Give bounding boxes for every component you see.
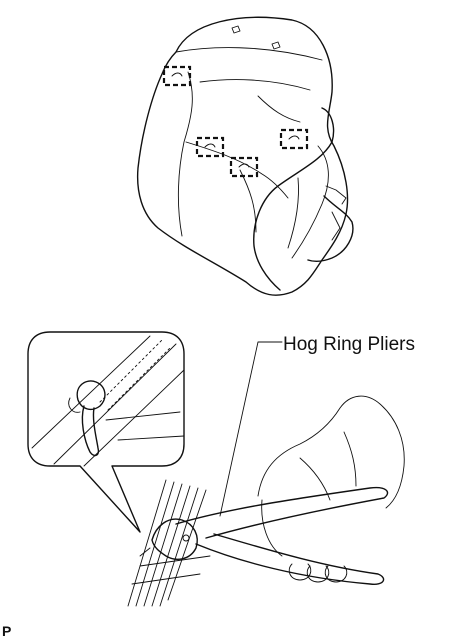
- clip-location-4: [279, 128, 309, 150]
- clip-location-1: [162, 65, 192, 87]
- seatback-cushion: [136, 16, 354, 296]
- clip-location-2: [195, 136, 225, 158]
- callout-leader-line: [219, 341, 283, 517]
- clip-location-3: [229, 156, 259, 178]
- magnified-inset: [27, 331, 185, 533]
- hand: [257, 395, 405, 583]
- hog-ring-pliers: [139, 486, 389, 586]
- seat-fabric: [127, 479, 211, 607]
- figure-code: P: [2, 623, 12, 639]
- callout-label-hog-ring-pliers: Hog Ring Pliers: [283, 334, 415, 355]
